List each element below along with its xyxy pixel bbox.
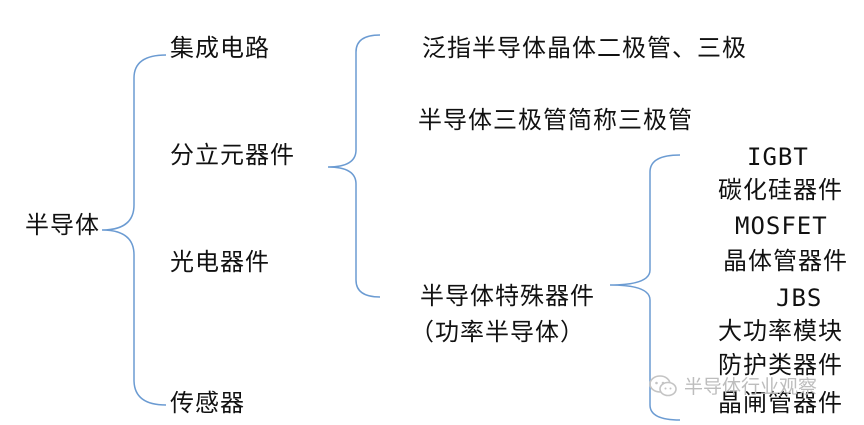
category-sensors: 传感器 bbox=[170, 389, 245, 417]
category-discrete-devices: 分立元器件 bbox=[170, 141, 295, 169]
discrete-diode-transistor-note: 泛指半导体晶体二极管、三极 bbox=[422, 34, 747, 62]
category-integrated-circuit: 集成电路 bbox=[170, 34, 270, 62]
device-jbs: JBS bbox=[776, 284, 823, 312]
root-label: 半导体 bbox=[25, 211, 100, 239]
device-thyristor: 晶闸管器件 bbox=[718, 389, 843, 417]
special-devices-label: 半导体特殊器件 bbox=[420, 282, 595, 310]
watermark: 半导体行业观察 bbox=[648, 372, 817, 399]
power-semiconductor-label: （功率半导体） bbox=[410, 318, 585, 346]
discrete-transistor-note: 半导体三极管简称三极管 bbox=[418, 106, 693, 134]
device-igbt: IGBT bbox=[747, 143, 809, 171]
device-protection: 防护类器件 bbox=[718, 351, 843, 379]
device-transistor: 晶体管器件 bbox=[723, 247, 848, 275]
root-bracket bbox=[101, 54, 167, 406]
discrete-bracket bbox=[327, 34, 381, 298]
wechat-icon bbox=[649, 374, 677, 396]
device-mosfet: MOSFET bbox=[735, 212, 828, 240]
device-high-power-module: 大功率模块 bbox=[718, 317, 843, 345]
watermark-text: 半导体行业观察 bbox=[684, 376, 818, 398]
special-bracket bbox=[609, 154, 681, 421]
device-silicon-carbide: 碳化硅器件 bbox=[718, 176, 843, 204]
category-optoelectronics: 光电器件 bbox=[170, 248, 270, 276]
